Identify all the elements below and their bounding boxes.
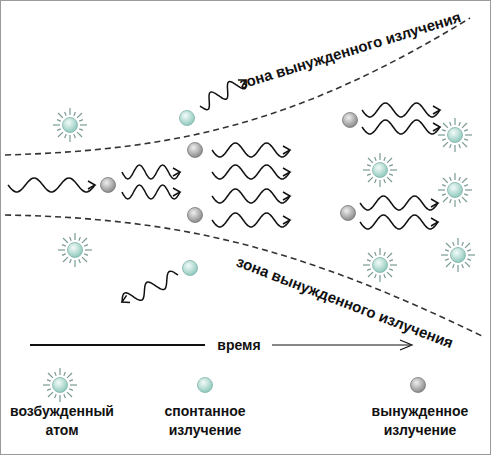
time-axis [272,344,410,345]
excited-atom [363,248,397,282]
stimulated-atom [101,178,116,193]
excited-atom [441,238,475,272]
time-axis [30,344,205,346]
photon-wave [362,120,440,134]
excited-atom [58,233,92,267]
photon-arrowhead [283,192,290,200]
stimulated-atom [188,208,203,223]
stimulated-atom [411,378,426,393]
spontaneous-atom [183,261,198,276]
photon-arrowhead [283,146,290,154]
photon-arrowhead [88,181,95,189]
photon-wave [212,143,290,157]
photon-arrowhead [283,216,290,224]
photon-arrowhead [431,199,438,207]
photon-arrowhead [433,106,440,114]
photon-wave [212,213,290,227]
photon-group [8,80,440,303]
time-arrowhead [400,340,412,350]
stimulated-atom [343,113,358,128]
photon-arrowhead [173,168,180,176]
photon-wave [212,189,290,203]
photon-arrowhead [173,188,180,196]
excited-atom [53,108,87,142]
photon-wave [8,178,95,192]
excited-atom [438,173,472,207]
spontaneous-atom [180,111,195,126]
photon-wave [362,103,440,117]
photon-wave [212,165,290,179]
atom-group [43,108,475,402]
photon-arrowhead [283,168,290,176]
excited-atom [438,118,472,152]
photon-wave [122,185,180,199]
photon-arrowhead [431,218,438,226]
photon-wave [122,271,178,302]
stimulated-atom [188,143,203,158]
stimulated-atom [341,206,356,221]
photon-arrowhead [122,295,130,302]
photon-arrowhead [433,123,440,131]
legend-text: возбужденный атом [6,402,118,440]
photon-wave [360,196,438,210]
photon-wave [360,215,438,229]
axis-label: время [214,337,263,353]
excited-atom [363,153,397,187]
legend-text: вынужденное излучение [364,402,476,440]
spontaneous-atom [198,378,213,393]
photon-wave [122,165,180,179]
excited-atom [43,368,77,402]
legend-text: спонтанное излучение [153,402,257,440]
